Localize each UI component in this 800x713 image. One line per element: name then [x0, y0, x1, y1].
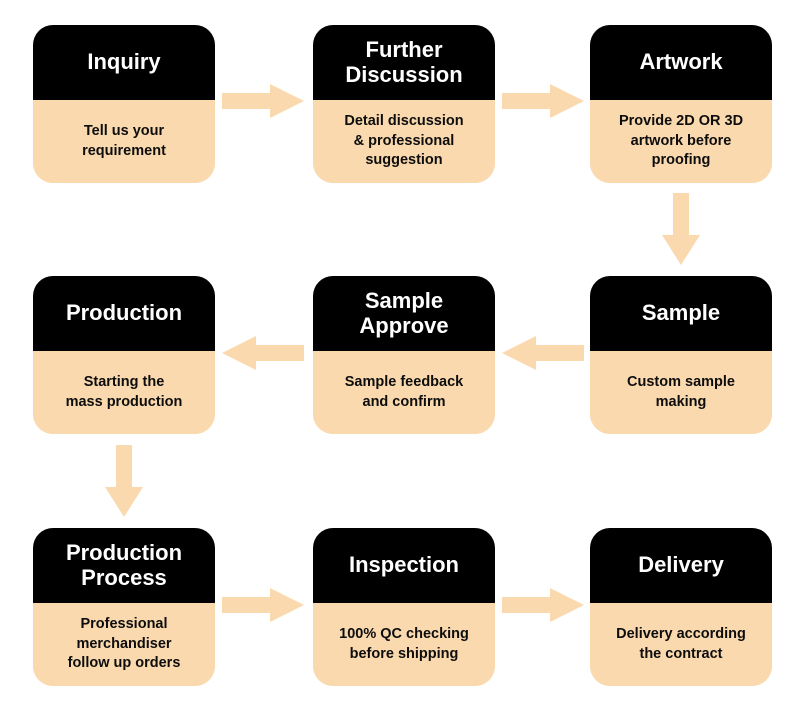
arrow-right-icon — [222, 84, 304, 118]
node-title: Sample — [590, 276, 772, 351]
node-description: 100% QC checking before shipping — [313, 603, 495, 686]
node-title: Delivery — [590, 528, 772, 603]
node-title: Inquiry — [33, 25, 215, 100]
node-title: Artwork — [590, 25, 772, 100]
process-node-sample[interactable]: Sample Custom sample making — [590, 276, 772, 434]
node-title: Production — [33, 276, 215, 351]
process-node-inquiry[interactable]: Inquiry Tell us your requirement — [33, 25, 215, 183]
process-node-production-process[interactable]: Production Process Professional merchand… — [33, 528, 215, 686]
node-description: Professional merchandiser follow up orde… — [33, 603, 215, 686]
arrow-down-icon — [105, 445, 143, 517]
node-title: Inspection — [313, 528, 495, 603]
arrow-down-icon — [662, 193, 700, 265]
node-title: Sample Approve — [313, 276, 495, 351]
process-node-further-discussion[interactable]: Further Discussion Detail discussion & p… — [313, 25, 495, 183]
arrow-right-icon — [502, 84, 584, 118]
arrow-right-icon — [502, 588, 584, 622]
node-title: Production Process — [33, 528, 215, 603]
arrow-left-icon — [502, 336, 584, 370]
node-description: Tell us your requirement — [33, 100, 215, 183]
node-description: Detail discussion & professional suggest… — [313, 100, 495, 183]
node-description: Sample feedback and confirm — [313, 351, 495, 434]
node-description: Provide 2D OR 3D artwork before proofing — [590, 100, 772, 183]
process-node-inspection[interactable]: Inspection 100% QC checking before shipp… — [313, 528, 495, 686]
node-title: Further Discussion — [313, 25, 495, 100]
arrow-right-icon — [222, 588, 304, 622]
arrow-left-icon — [222, 336, 304, 370]
node-description: Starting the mass production — [33, 351, 215, 434]
process-node-artwork[interactable]: Artwork Provide 2D OR 3D artwork before … — [590, 25, 772, 183]
node-description: Delivery according the contract — [590, 603, 772, 686]
process-node-delivery[interactable]: Delivery Delivery according the contract — [590, 528, 772, 686]
node-description: Custom sample making — [590, 351, 772, 434]
process-node-sample-approve[interactable]: Sample Approve Sample feedback and confi… — [313, 276, 495, 434]
process-node-production[interactable]: Production Starting the mass production — [33, 276, 215, 434]
